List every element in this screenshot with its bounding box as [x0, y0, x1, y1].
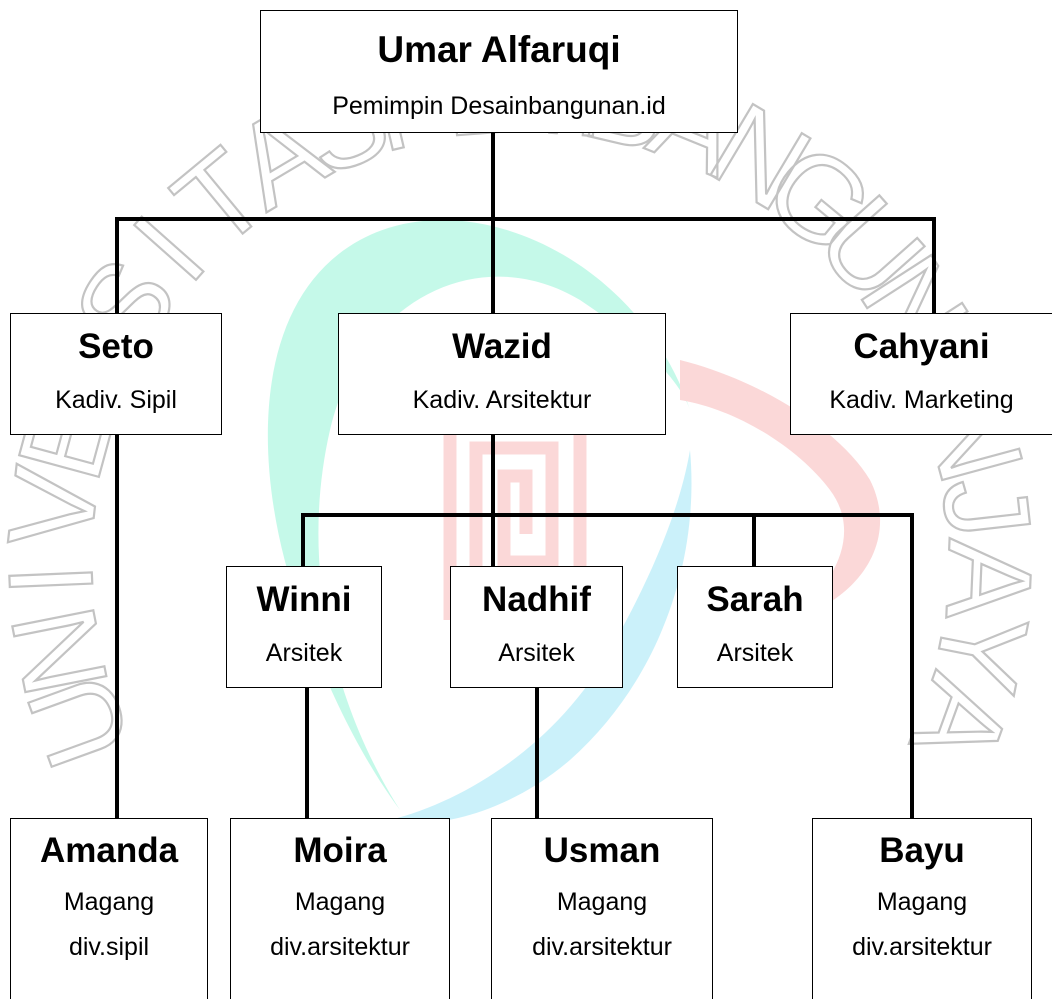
intern-division: div.sipil [68, 933, 150, 961]
node-head-cahyani: Cahyani Kadiv. Marketing [790, 313, 1052, 435]
intern-name: Bayu [879, 831, 965, 870]
node-head-seto: Seto Kadiv. Sipil [10, 313, 222, 435]
intern-division: div.arsitektur [852, 933, 992, 961]
watermark-blue-arc [390, 450, 692, 824]
watermark-red-arc [680, 360, 881, 620]
head-name: Wazid [452, 327, 552, 366]
architect-name: Nadhif [482, 580, 591, 619]
head-role: Kadiv. Marketing [829, 386, 1014, 414]
head-name: Cahyani [853, 327, 990, 366]
node-leader: Umar Alfaruqi Pemimpin Desainbangunan.id [260, 10, 738, 133]
watermark-letter: I [0, 560, 119, 599]
watermark-letter: A [920, 537, 1052, 623]
intern-role: Magang [294, 888, 386, 916]
architect-role: Arsitek [265, 639, 343, 667]
node-architect-sarah: Sarah Arsitek [677, 566, 833, 688]
node-intern-usman: Usman Magang div.arsitektur [491, 818, 713, 999]
node-architect-winni: Winni Arsitek [226, 566, 382, 688]
node-architect-nadhif: Nadhif Arsitek [450, 566, 623, 688]
watermark-letter: V [0, 460, 125, 554]
node-head-wazid: Wazid Kadiv. Arsitektur [338, 313, 666, 435]
intern-role: Magang [63, 888, 155, 916]
architect-name: Winni [256, 580, 352, 619]
head-role: Kadiv. Arsitektur [412, 386, 592, 414]
node-intern-amanda: Amanda Magang div.sipil [10, 818, 208, 999]
head-name: Seto [78, 327, 154, 366]
intern-division: div.arsitektur [270, 933, 410, 961]
intern-role: Magang [876, 888, 968, 916]
leader-role: Pemimpin Desainbangunan.id [332, 92, 666, 120]
architect-role: Arsitek [716, 639, 794, 667]
intern-division: div.arsitektur [532, 933, 672, 961]
architect-role: Arsitek [498, 639, 575, 667]
head-role: Kadiv. Sipil [55, 386, 177, 414]
intern-role: Magang [556, 888, 648, 916]
architect-name: Sarah [706, 580, 804, 619]
leader-name: Umar Alfaruqi [377, 29, 621, 70]
node-intern-moira: Moira Magang div.arsitektur [230, 818, 450, 999]
intern-name: Usman [543, 831, 661, 870]
intern-name: Amanda [39, 831, 179, 870]
intern-name: Moira [293, 831, 387, 870]
node-intern-bayu: Bayu Magang div.arsitektur [812, 818, 1032, 999]
